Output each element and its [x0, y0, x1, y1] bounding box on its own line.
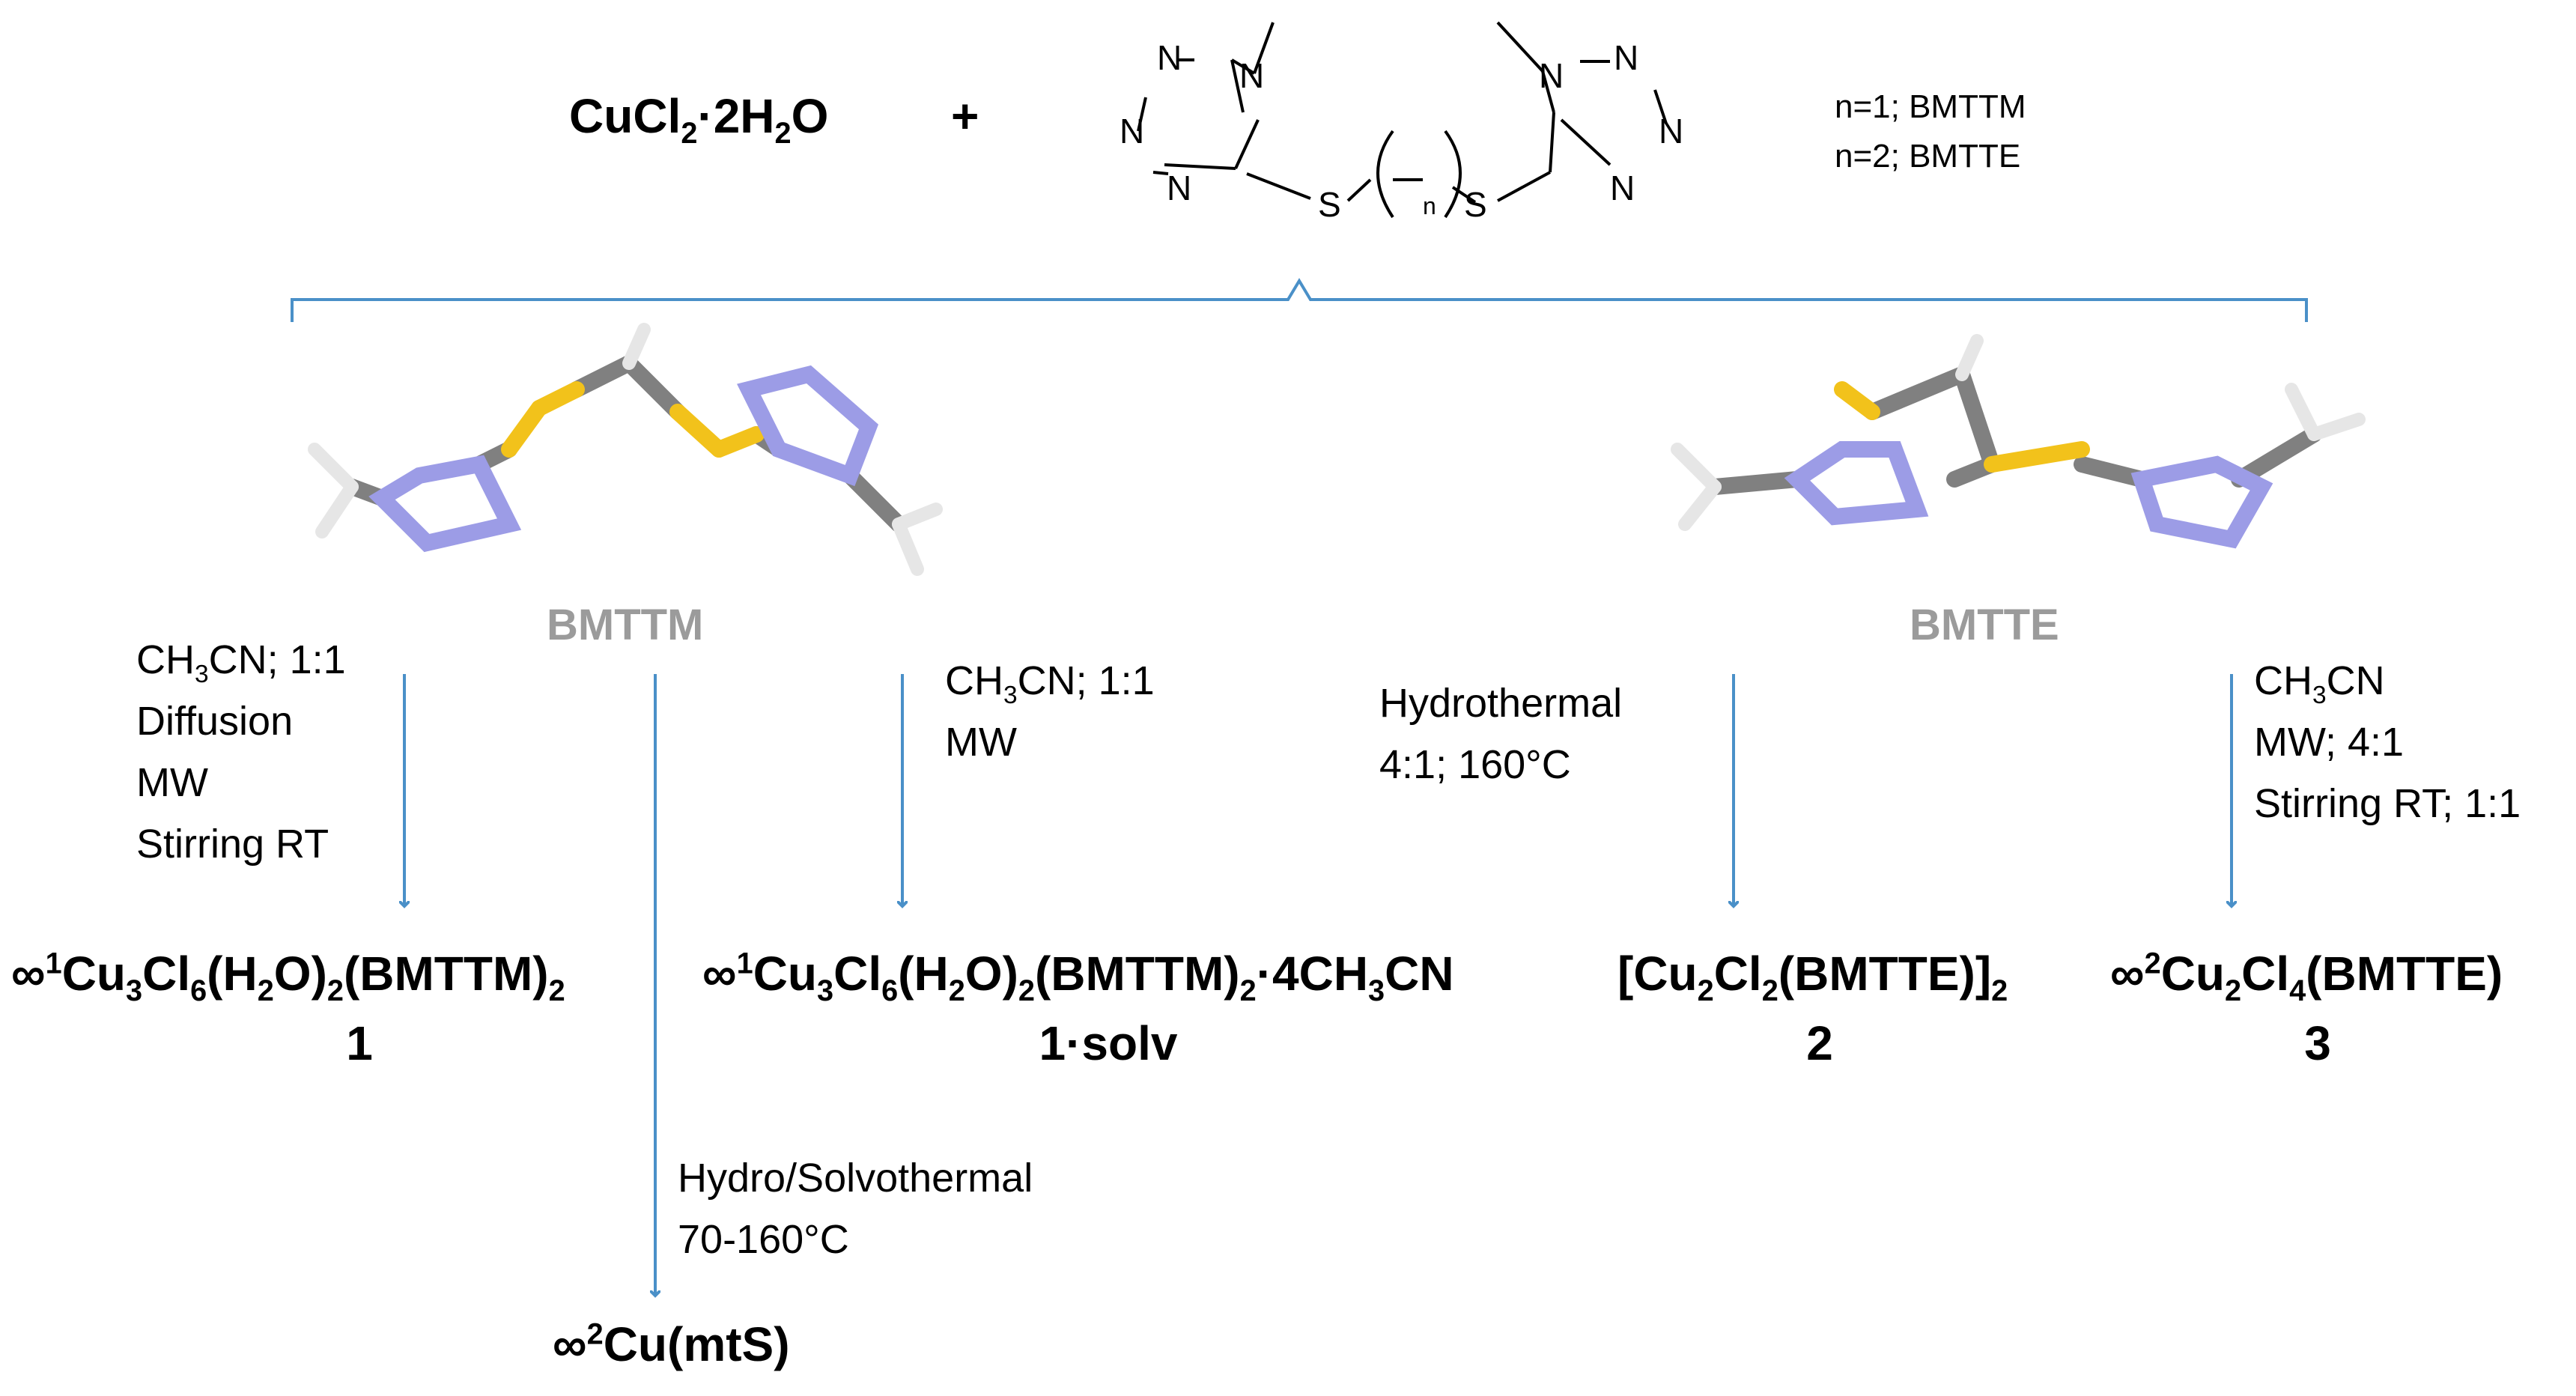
product-1-formula: ∞1Cu3Cl6(H2O)2(BMTTM)2: [11, 947, 565, 1007]
atom-label-n: N: [1120, 112, 1145, 151]
atom-label-n: N: [1239, 56, 1265, 95]
conditions-route-1solv: CH3CN; 1:1 MW: [945, 658, 1155, 765]
product-3-label: 3: [2304, 1016, 2331, 1070]
product-1-label: 1: [346, 1016, 373, 1070]
atom-label-n: N: [1614, 38, 1639, 77]
ligand-2d-structure: [1137, 21, 1668, 219]
product-cumts-formula: ∞2Cu(mtS): [553, 1317, 790, 1371]
product-2-formula: [Cu2Cl2(BMTTE)]2: [1617, 947, 2008, 1007]
bmttm-3d-model: [308, 323, 943, 576]
atom-label-n: N: [1539, 56, 1564, 95]
atom-label-n: N: [1659, 112, 1684, 151]
bmtte-3d-model: [1671, 334, 2366, 549]
ligand-key: n=1; BMTTM n=2; BMTTE: [1835, 82, 2026, 181]
product-3-formula: ∞2Cu2Cl4(BMTTE): [2110, 947, 2503, 1007]
ligand-key-bmttm: n=1; BMTTM: [1835, 88, 2026, 125]
atom-label-n: N: [1157, 38, 1182, 77]
branch-bracket: [291, 278, 2308, 322]
atom-label-n: N: [1610, 169, 1635, 207]
ligand-name-bmtte: BMTTE: [1910, 601, 2059, 649]
ligand-name-bmttm: BMTTM: [547, 601, 704, 649]
product-1solv-formula: ∞1Cu3Cl6(H2O)2(BMTTM)2·4CH3CN: [702, 947, 1454, 1007]
conditions-route-cumts: Hydro/Solvothermal 70-160°C: [678, 1156, 1033, 1262]
plus-sign: +: [951, 89, 979, 143]
atom-label-s: S: [1318, 185, 1341, 224]
repeat-n-label: n: [1423, 192, 1436, 219]
product-2-label: 2: [1806, 1016, 1833, 1070]
conditions-route-3: CH3CN MW; 4:1 Stirring RT; 1:1: [2254, 658, 2521, 826]
conditions-route-1: CH3CN; 1:1 Diffusion MW Stirring RT: [136, 637, 346, 867]
atom-label-n: N: [1167, 169, 1192, 207]
ligand-key-bmtte: n=2; BMTTE: [1835, 138, 2021, 174]
conditions-route-2: Hydrothermal 4:1; 160°C: [1379, 681, 1623, 787]
product-1solv-label: 1·solv: [1039, 1016, 1178, 1070]
atom-label-s: S: [1464, 185, 1487, 224]
metal-salt-formula: CuCl2·2H2O: [569, 89, 829, 150]
